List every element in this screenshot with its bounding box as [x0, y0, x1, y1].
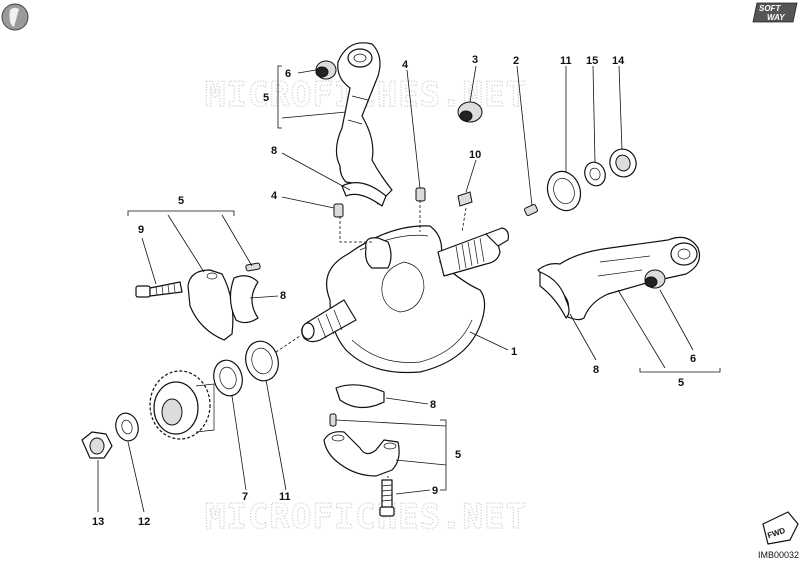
seal-15 [584, 161, 606, 187]
rod-bearing-shell-top [341, 182, 387, 207]
callout-1: 1 [511, 346, 517, 358]
callout-11-bottom: 11 [279, 491, 291, 503]
callout-8-top: 8 [271, 145, 277, 157]
callout-5-right: 5 [678, 377, 684, 389]
cap-bolt-9-bottom [379, 479, 395, 517]
callout-11-top: 11 [560, 55, 572, 67]
bushing-3 [457, 101, 483, 123]
callout-2: 2 [513, 55, 519, 67]
dowel-pin-4b [333, 203, 344, 218]
softway-logo: SOFT WAY [752, 2, 798, 23]
callout-5-left: 5 [178, 195, 184, 207]
callout-10: 10 [469, 149, 481, 161]
callout-5-top: 5 [263, 92, 269, 104]
spacer-7 [213, 359, 243, 397]
washer-12 [115, 412, 139, 442]
callout-9-bottom: 9 [432, 485, 438, 497]
bearing-shell-bottom [335, 384, 385, 409]
small-pin-left [245, 262, 261, 272]
rod-cap-bottom [323, 431, 400, 477]
small-end-bushing-top [315, 60, 337, 80]
callout-15: 15 [586, 55, 598, 67]
shim-washer-11-top [546, 170, 582, 212]
small-end-bushing-right [644, 269, 666, 289]
brand-badge-icon [1, 3, 29, 31]
rod-bearing-shell-right [539, 271, 570, 319]
callout-3: 3 [472, 54, 478, 66]
callout-14: 14 [612, 55, 625, 67]
callout-4b: 4 [271, 190, 278, 202]
callout-8-bottom: 8 [430, 399, 436, 411]
callout-13: 13 [92, 516, 104, 528]
callout-8-right: 8 [593, 364, 599, 376]
callout-6-top: 6 [285, 68, 291, 80]
small-pin-bottom [329, 413, 337, 427]
callout-4a: 4 [402, 59, 409, 71]
callouts: 6 5 8 4 4 3 10 2 11 15 14 5 9 8 1 8 6 5 … [92, 54, 696, 528]
callout-12: 12 [138, 516, 150, 528]
shim-washer-11-bottom [245, 340, 279, 382]
dowel-pin-4a [415, 187, 426, 202]
bearing-14 [609, 148, 637, 178]
watermark-bottom: MICROFICHES.NET [205, 497, 527, 537]
image-code: IMB00032 [758, 550, 799, 560]
gear-timing [149, 370, 215, 440]
key-10 [457, 191, 473, 207]
callout-8-left: 8 [280, 290, 286, 302]
callout-5-bottom: 5 [455, 449, 461, 461]
crankshaft [301, 225, 509, 374]
logo-line2: WAY [767, 13, 785, 22]
forward-direction-badge: FWD [762, 511, 799, 545]
bearing-shell-left [229, 275, 259, 324]
logo-line1: SOFT [759, 4, 781, 13]
nut-13 [81, 431, 113, 459]
callout-7: 7 [242, 491, 248, 503]
cap-bolt-9-left [135, 281, 183, 298]
callout-9-left: 9 [138, 224, 144, 236]
plug-2 [524, 203, 538, 217]
leader-lines [97, 65, 721, 513]
rod-cap-left [187, 269, 234, 341]
connecting-rod-top [335, 42, 393, 205]
callout-6-right: 6 [690, 353, 696, 365]
